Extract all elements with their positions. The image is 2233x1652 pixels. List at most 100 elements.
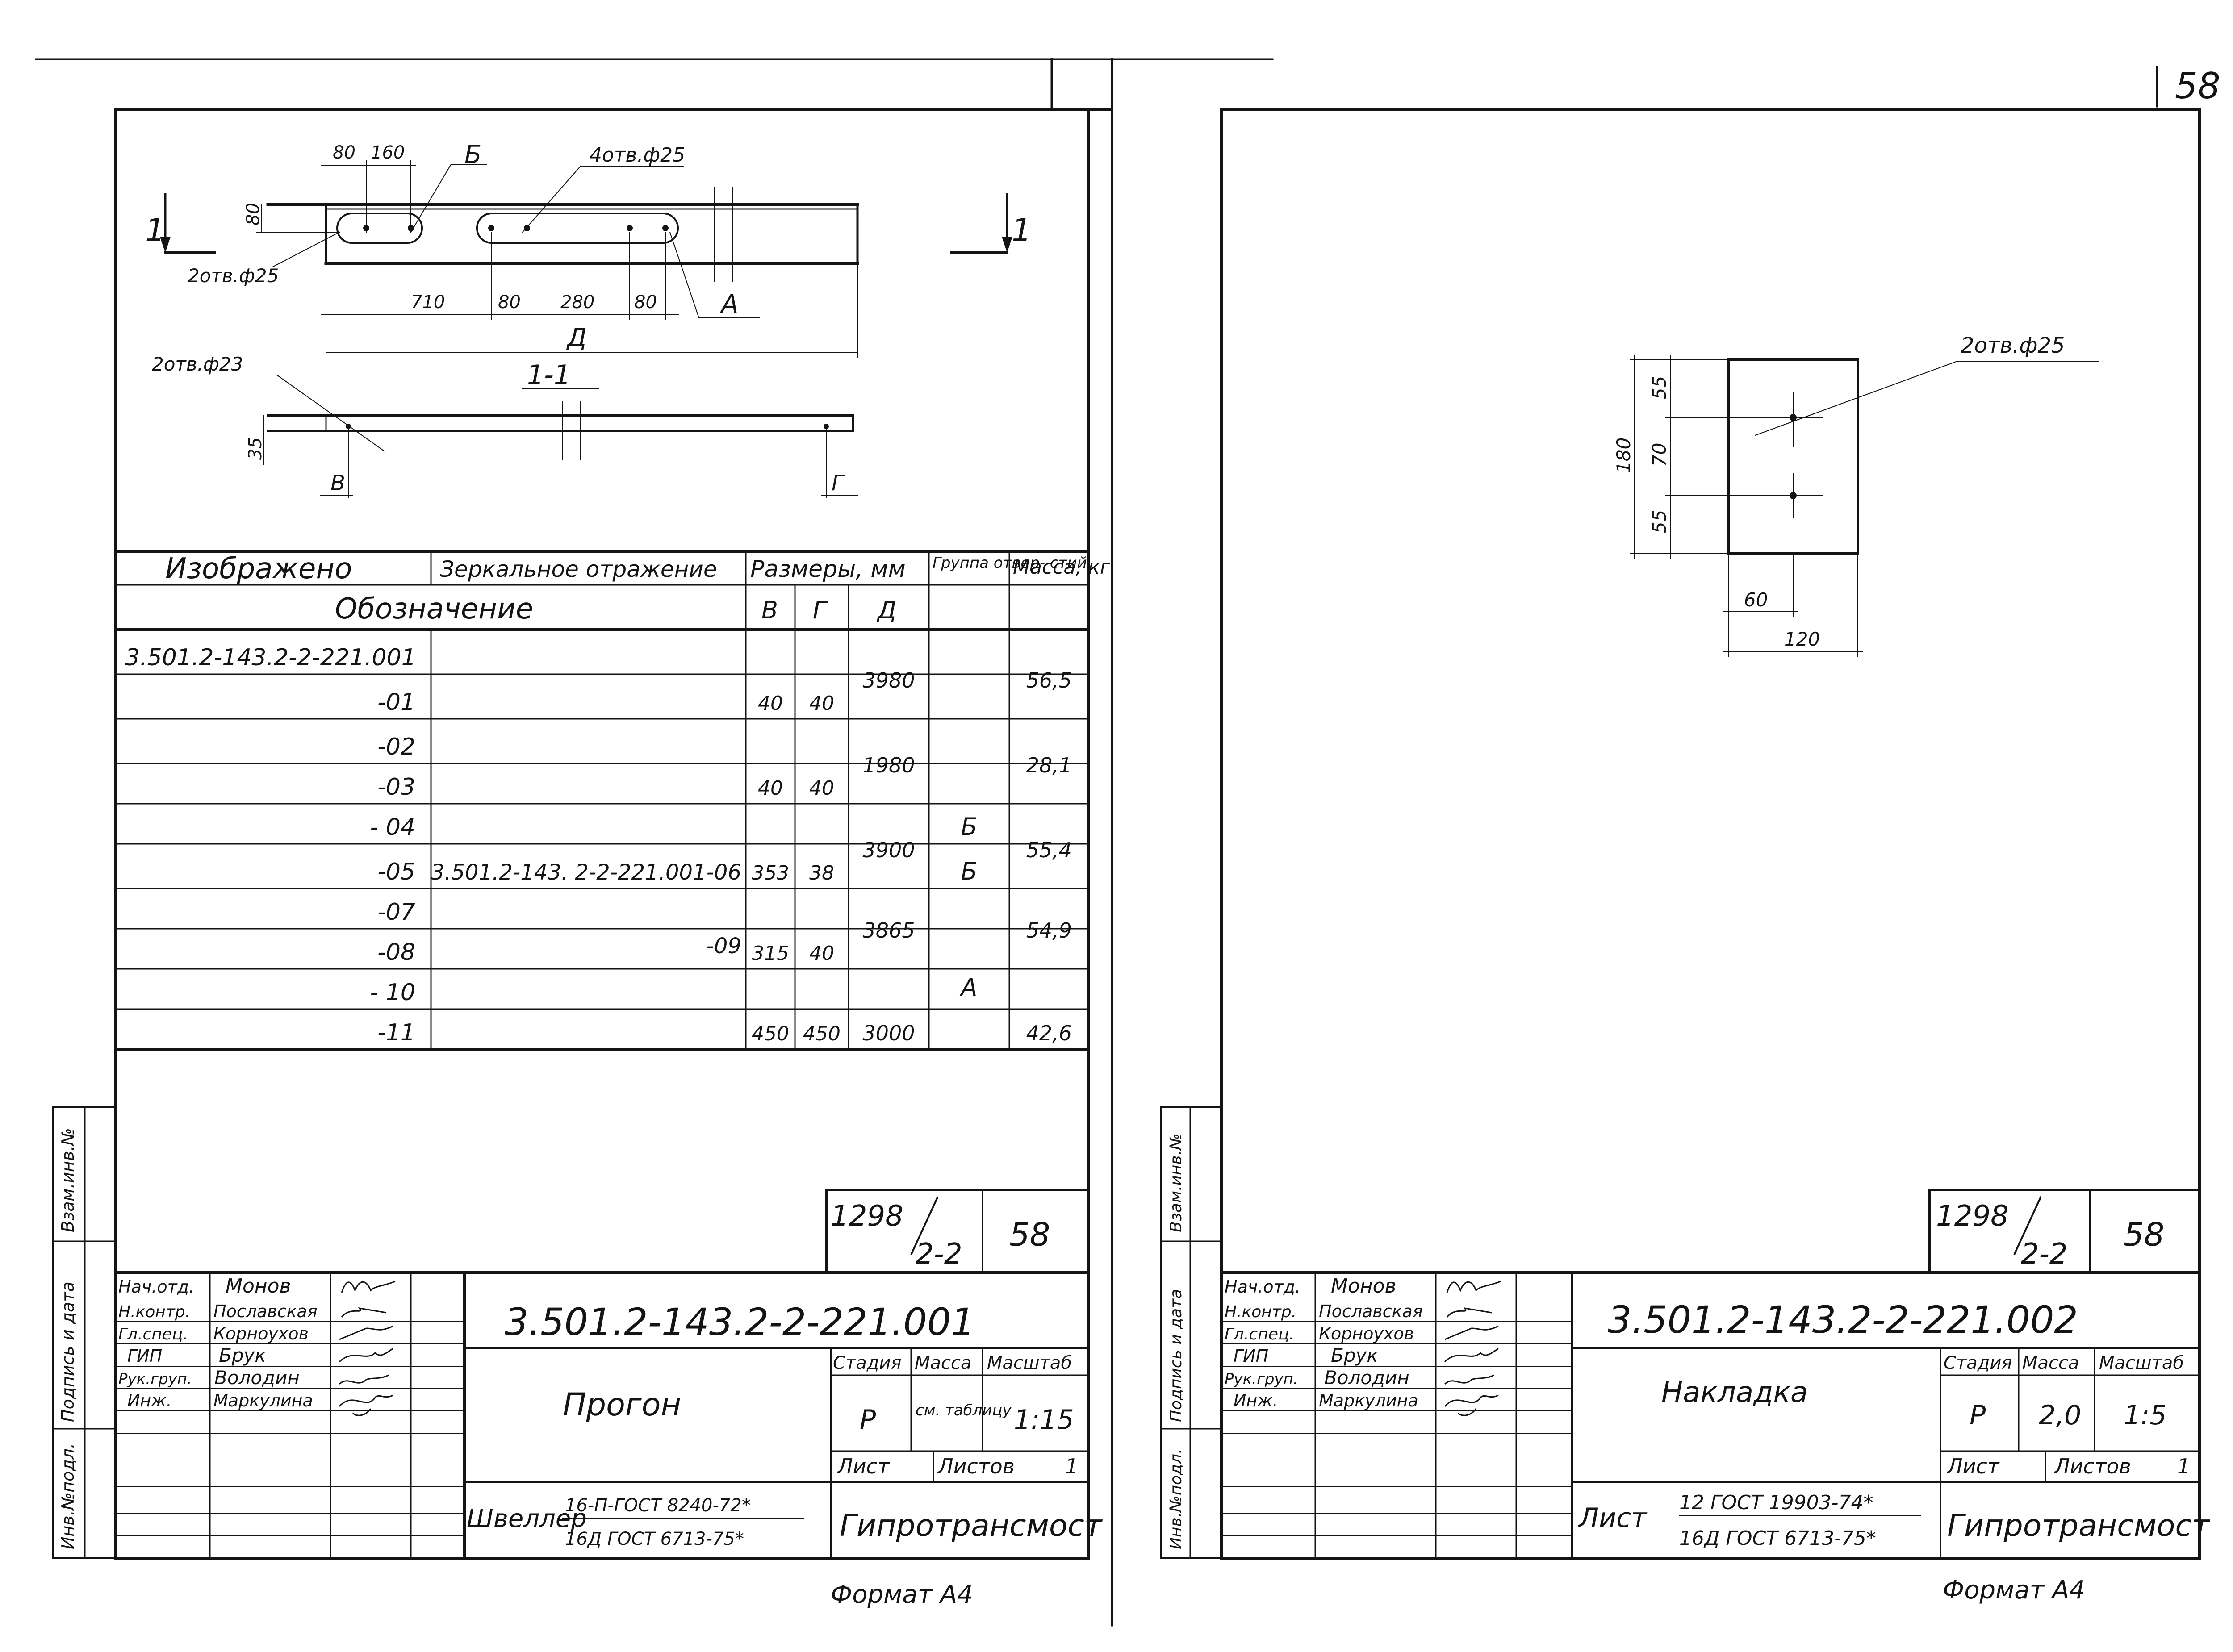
holes-note-plate: 2отв.ф25 xyxy=(1961,333,2065,358)
side-label-signature-right: Подпись и дата xyxy=(1167,1289,1185,1422)
scale-value: 1:15 xyxy=(1014,1404,1074,1435)
part-name-right: Накладка xyxy=(1661,1376,1808,1409)
header-designation: Обозначение xyxy=(335,592,533,626)
section-mark-left: 1 xyxy=(145,212,165,249)
scale-value-right: 1:5 xyxy=(2124,1400,2167,1431)
table-row: 3.501.2-143.2-2-221.001 xyxy=(125,644,416,671)
label-g: Г xyxy=(832,471,845,496)
sheets-value: 1 xyxy=(1065,1454,1078,1478)
cell-d: 3865 xyxy=(862,918,915,943)
role-4-right: ГИП xyxy=(1234,1346,1268,1366)
drawing-code-right: 3.501.2-143.2-2-221.002 xyxy=(1608,1298,2078,1342)
right-drawing-labels: 2отв.ф25 180 55 70 55 60 120 xyxy=(1613,333,2065,650)
left-stamp: 1298 2-2 58 3.501.2-143.2-2-221.001 Прог… xyxy=(118,1196,1103,1549)
holes-note-left: 2отв.ф25 xyxy=(188,265,279,287)
holes-note-right: 4отв.ф25 xyxy=(590,144,685,167)
cell-shown: -07 xyxy=(377,899,415,926)
left-drawing-labels: 80 160 Б 4отв.ф25 80 2отв.ф25 710 80 280… xyxy=(145,140,1032,496)
name-1: Монов xyxy=(226,1275,291,1297)
cell-group: А xyxy=(960,973,978,1001)
organization: Гипротрансмост xyxy=(840,1508,1103,1544)
cell-mass: 28,1 xyxy=(1026,753,1072,777)
name-6-right: Маркулина xyxy=(1319,1391,1418,1410)
dim-55-bottom: 55 xyxy=(1648,510,1670,534)
dim-160: 160 xyxy=(371,142,405,163)
role-3-right: Гл.спец. xyxy=(1225,1325,1294,1343)
right-signatures xyxy=(1444,1281,1501,1416)
role-2: Н.контр. xyxy=(118,1303,190,1321)
mass-value-right: 2,0 xyxy=(2039,1400,2081,1431)
cell-shown: -11 xyxy=(377,1019,415,1046)
side-label-inventory: Инв.№подл. xyxy=(58,1443,78,1549)
dim-80-b: 80 xyxy=(498,292,521,313)
role-6: Инж. xyxy=(127,1391,172,1410)
scale-label-right: Масштаб xyxy=(2099,1353,2184,1373)
name-3-right: Корноухов xyxy=(1319,1324,1414,1343)
label-a: А xyxy=(720,290,738,319)
section-title: 1-1 xyxy=(527,359,571,391)
cell-shown: - 10 xyxy=(370,979,415,1006)
format-label: Формат А4 xyxy=(831,1580,973,1609)
organization-right: Гипротрансмост xyxy=(1947,1508,2211,1544)
cell-g: 40 xyxy=(809,942,834,965)
table-row: -02 xyxy=(377,734,415,760)
cell-v: 315 xyxy=(752,942,789,965)
cell-shown: -05 xyxy=(377,859,415,885)
cell-shown: -03 xyxy=(377,774,415,801)
role-2-right: Н.контр. xyxy=(1225,1303,1296,1321)
dim-710: 710 xyxy=(411,292,445,313)
header-mirror: Зеркальное отражение xyxy=(440,556,717,582)
material-top: 16-П-ГОСТ 8240-72* xyxy=(565,1495,751,1516)
dim-180: 180 xyxy=(1613,438,1635,473)
cell-g: 450 xyxy=(803,1022,841,1045)
side-label-replace-right: Взам.инв.№ xyxy=(1167,1133,1185,1232)
material-top-right: 12 ГОСТ 19903-74* xyxy=(1679,1491,1873,1514)
dim-80-c: 80 xyxy=(634,292,657,313)
dim-120: 120 xyxy=(1784,628,1820,650)
header-shown: Изображено xyxy=(165,552,352,585)
sheet-number-right: 58 xyxy=(2124,1216,2165,1253)
cell-g: 40 xyxy=(809,692,834,715)
table-row: -07 xyxy=(377,899,415,926)
sheets-value-right: 1 xyxy=(2177,1454,2190,1478)
cell-mass: 42,6 xyxy=(1026,1021,1072,1045)
material-bottom-right: 16Д ГОСТ 6713-75* xyxy=(1679,1527,1876,1550)
sheets-label: Листов xyxy=(937,1454,1015,1478)
cell-shown: -08 xyxy=(377,939,415,966)
section-mark-right: 1 xyxy=(1012,212,1032,249)
role-4: ГИП xyxy=(127,1346,162,1366)
cell-shown: -01 xyxy=(377,689,415,716)
album-bottom: 2-2 xyxy=(916,1238,962,1271)
part-name: Прогон xyxy=(563,1386,681,1423)
name-6: Маркулина xyxy=(213,1391,313,1410)
mass-label-right: Масса xyxy=(2022,1353,2079,1373)
dim-80: 80 xyxy=(333,142,355,163)
header-mass: Масса, кг xyxy=(1013,556,1111,579)
label-v: В xyxy=(330,471,345,496)
album-top-right: 1298 xyxy=(1936,1200,2009,1233)
header-sizes: Размеры, мм xyxy=(750,556,906,583)
cell-shown: 3.501.2-143.2-2-221.001 xyxy=(125,644,416,671)
format-label-right: Формат А4 xyxy=(1943,1576,2085,1605)
material-prefix-right: Лист xyxy=(1578,1502,1648,1534)
drawing-code: 3.501.2-143.2-2-221.001 xyxy=(505,1300,975,1344)
role-1: Нач.отд. xyxy=(118,1277,194,1297)
name-5-right: Володин xyxy=(1324,1367,1409,1389)
sheet-label: Лист xyxy=(836,1454,890,1478)
sheets-label-right: Листов xyxy=(2053,1454,2131,1478)
right-stamp: 1298 2-2 58 3.501.2-143.2-2-221.002 Накл… xyxy=(1225,1196,2211,1550)
side-label-replace: Взам.инв.№ xyxy=(58,1128,78,1232)
page-number: 58 xyxy=(2175,65,2220,107)
scale-label: Масштаб xyxy=(987,1353,1072,1373)
dim-60: 60 xyxy=(1744,589,1768,611)
sheet-number: 58 xyxy=(1009,1216,1050,1253)
cell-mirror: -09 xyxy=(707,934,741,959)
stage-value-right: Р xyxy=(1970,1400,1986,1431)
album-bottom-right: 2-2 xyxy=(2021,1238,2068,1271)
